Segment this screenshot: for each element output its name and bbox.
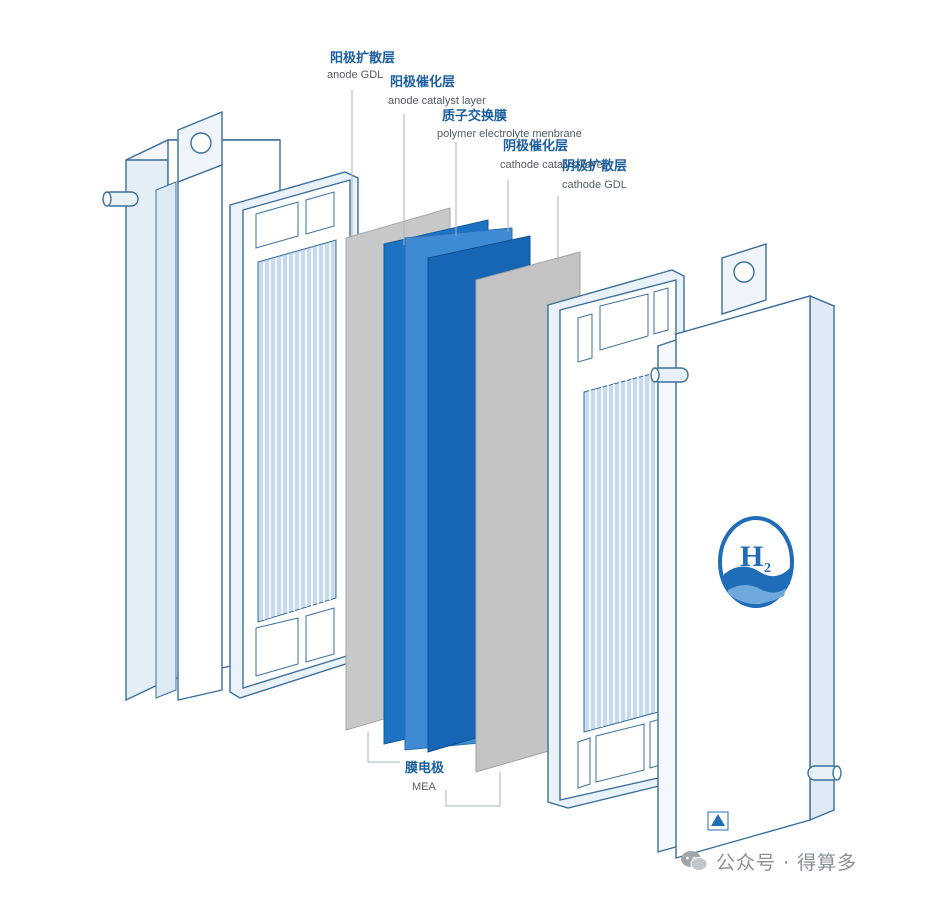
label-membrane: 质子交换膜 polymer electrolyte menbrane	[437, 108, 582, 140]
cathode-manifold-top-3	[577, 313, 593, 363]
label-anode-catalyst-en: anode catalyst layer	[388, 95, 486, 107]
wechat-icon	[681, 851, 708, 871]
right-end-plate: H 2	[650, 243, 842, 859]
left-current-collector	[177, 163, 223, 701]
right-end-plate-side	[809, 294, 835, 822]
left-insulator	[155, 181, 177, 699]
anode-manifold-top-2	[305, 191, 335, 235]
label-mea-cn: 膜电极	[405, 760, 445, 776]
anode-manifold-bottom-1	[255, 617, 299, 677]
left-alignment-pin	[102, 191, 139, 207]
leader-lines	[351, 90, 559, 807]
anode-manifold-top-1	[255, 201, 299, 249]
label-membrane-cn: 质子交换膜	[442, 108, 507, 124]
h2-symbol: H	[740, 540, 763, 573]
right-tab-hole	[733, 261, 755, 283]
anode-flow-field	[257, 239, 337, 623]
watermark-text: 公众号 · 得算多	[716, 851, 858, 874]
label-anode-catalyst-cn: 阳极催化层	[390, 74, 455, 90]
watermark: 公众号 · 得算多	[680, 848, 857, 874]
cathode-manifold-bottom-2	[577, 737, 591, 789]
anode-manifold-bottom-2	[305, 607, 335, 663]
anode-flow-channels	[263, 243, 331, 620]
h2-logo-icon: H 2	[718, 516, 794, 608]
right-alignment-pin-bottom	[807, 765, 842, 781]
label-mea-en: MEA	[412, 781, 437, 793]
cathode-manifold-bottom-1	[595, 723, 645, 783]
label-cathode-catalyst-cn: 阴极催化层	[503, 138, 568, 154]
label-cathode-gdl: 阴极扩散层 cathode GDL	[562, 158, 627, 191]
left-tab-hole	[190, 132, 212, 154]
label-anode-gdl-en: anode GDL	[327, 69, 383, 81]
label-cathode-gdl-en: cathode GDL	[562, 179, 627, 191]
right-alignment-pin-top	[650, 367, 689, 383]
label-cathode-gdl-cn: 阴极扩散层	[562, 158, 627, 174]
warning-label-icon	[707, 811, 729, 831]
label-cathode-catalyst: 阴极催化层 cathode catalyst layer	[500, 138, 607, 171]
label-anode-gdl-cn: 阳极扩散层	[330, 50, 395, 66]
label-cathode-catalyst-en: cathode catalyst layer	[500, 159, 607, 171]
h2-subscript: 2	[764, 561, 771, 576]
cathode-bipolar-plate	[547, 269, 685, 809]
anode-bipolar-plate	[229, 171, 359, 699]
label-mea: 膜电极 MEA	[405, 760, 445, 793]
cathode-manifold-top-2	[653, 287, 669, 335]
label-anode-catalyst: 阳极催化层 anode catalyst layer	[388, 74, 486, 107]
cathode-manifold-top-1	[599, 293, 649, 351]
label-anode-gdl: 阳极扩散层 anode GDL	[327, 50, 395, 81]
label-membrane-en: polymer electrolyte menbrane	[437, 128, 582, 140]
